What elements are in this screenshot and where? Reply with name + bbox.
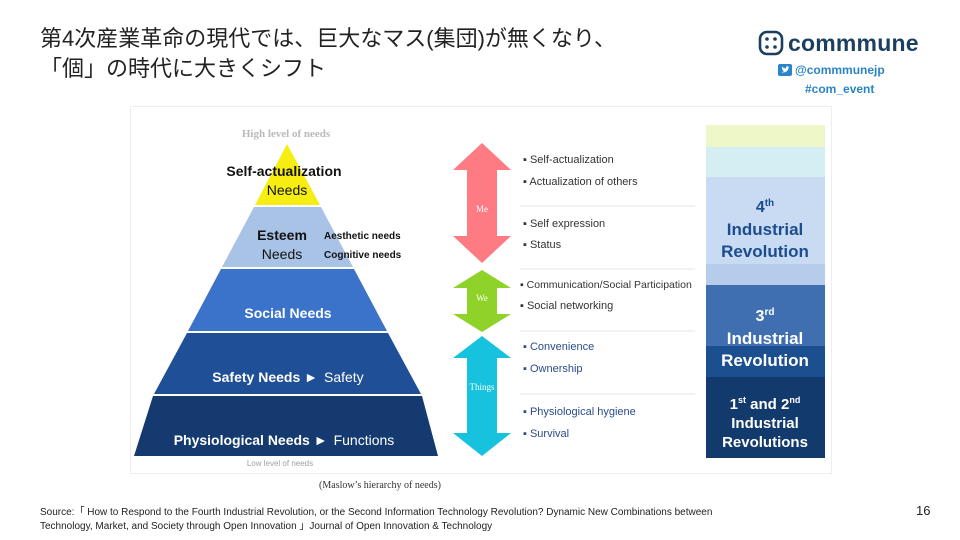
rev-fourth-line1: Industrial xyxy=(727,220,804,239)
low-level-label: Low level of needs xyxy=(247,459,313,468)
source-line-1: Source:「 How to Respond to the Fourth In… xyxy=(40,507,713,518)
rev-third-line2: Revolution xyxy=(721,351,809,370)
bullet-things-4: ▪ Survival xyxy=(523,428,569,440)
high-level-label: High level of needs xyxy=(242,128,331,140)
rev-band-mid xyxy=(706,264,825,285)
brand-logo-block: commmune xyxy=(758,28,928,58)
figure-caption: (Maslow’s hierarchy of needs) xyxy=(319,480,441,491)
event-hashtag[interactable]: #com_event xyxy=(805,82,875,96)
page-number: 16 xyxy=(916,503,931,518)
rev-top-yellow xyxy=(706,125,825,147)
rev-third-lower xyxy=(706,346,825,377)
arrow-me xyxy=(453,143,511,263)
arrow-things xyxy=(453,336,511,456)
physiological-needs-name: Physiological Needs ► xyxy=(174,432,328,448)
bullet-things-3: ▪ Physiological hygiene xyxy=(523,406,636,418)
bullet-me-4: ▪ Status xyxy=(523,239,562,251)
bullet-me-2: ▪ Actualization of others xyxy=(523,176,638,188)
pyramid-tier-self-actualization xyxy=(255,144,320,205)
bullet-lists: ▪ Self-actualization ▪ Actualization of … xyxy=(520,154,695,440)
self-actualization-label: Self-actualization xyxy=(226,163,341,179)
bullet-we-2: ▪ Social networking xyxy=(520,300,613,312)
pyramid-tier-physiological xyxy=(134,396,438,456)
arrow-we-label: We xyxy=(476,293,488,303)
physiological-needs-sub: Functions xyxy=(334,432,395,448)
bullet-me-1: ▪ Self-actualization xyxy=(523,154,614,166)
safety-needs-name: Safety Needs ► xyxy=(212,369,318,385)
rev-third-line1: Industrial xyxy=(727,329,804,348)
source-line-2: Technology, Market, and Society through … xyxy=(40,521,493,532)
pyramid-tier-safety xyxy=(154,333,421,394)
safety-needs-sub: Safety xyxy=(324,369,364,385)
pyramid: High level of needs Self-actualization N… xyxy=(134,128,438,468)
bullet-we-1: ▪ Communication/Social Participation xyxy=(520,279,692,291)
twitter-icon xyxy=(778,64,792,76)
title-line-2: 「個」の時代に大きくシフト xyxy=(40,56,327,81)
cognitive-needs-label: Cognitive needs xyxy=(324,250,402,261)
rev-third-block xyxy=(706,285,825,346)
bullet-things-1: ▪ Convenience xyxy=(523,341,594,353)
rev-fourth-number: 4th xyxy=(756,198,774,216)
arrows: Me We Things xyxy=(453,143,511,456)
arrow-things-label: Things xyxy=(469,382,494,392)
arrow-we xyxy=(453,270,511,332)
commmune-logo-icon xyxy=(758,30,784,56)
source-citation: Source:「 How to Respond to the Fourth In… xyxy=(40,506,800,534)
esteem-label: Esteem xyxy=(257,227,307,243)
pyramid-tier-esteem xyxy=(222,207,353,267)
title-line-1: 第4次産業革命の現代では、巨大なマス(集団)が無くなり、 xyxy=(40,26,617,51)
physiological-needs-label: Physiological Needs ► Functions xyxy=(174,432,395,448)
social-needs-label: Social Needs xyxy=(244,305,331,321)
rev-first-second-line2: Revolutions xyxy=(722,434,808,451)
bullet-things-2: ▪ Ownership xyxy=(523,363,583,375)
revolution-column: 4th Industrial Revolution 3rd Industrial… xyxy=(706,125,825,458)
self-actualization-sub: Needs xyxy=(267,182,307,198)
maslow-diagram: High level of needs Self-actualization N… xyxy=(134,125,825,468)
safety-needs-label: Safety Needs ► Safety xyxy=(212,369,363,385)
arrow-me-label: Me xyxy=(476,204,488,214)
rev-fourth-block xyxy=(706,177,825,264)
rev-first-second-line1: Industrial xyxy=(731,415,799,432)
rev-fourth-line2: Revolution xyxy=(721,242,809,261)
rev-top-cyan xyxy=(706,147,825,177)
rev-first-second-number: 1st and 2nd xyxy=(730,395,801,413)
brand-name: commmune xyxy=(788,30,919,56)
twitter-handle-text: @commmunejp xyxy=(795,63,885,77)
rev-first-block xyxy=(706,377,825,458)
bullet-me-3: ▪ Self expression xyxy=(523,218,605,230)
pyramid-tier-social xyxy=(188,269,387,331)
aesthetic-needs-label: Aesthetic needs xyxy=(324,231,401,242)
rev-third-number: 3rd xyxy=(756,307,775,325)
esteem-sub: Needs xyxy=(262,246,302,262)
slide-title: 第4次産業革命の現代では、巨大なマス(集団)が無くなり、 「個」の時代に大きくシ… xyxy=(40,24,680,84)
